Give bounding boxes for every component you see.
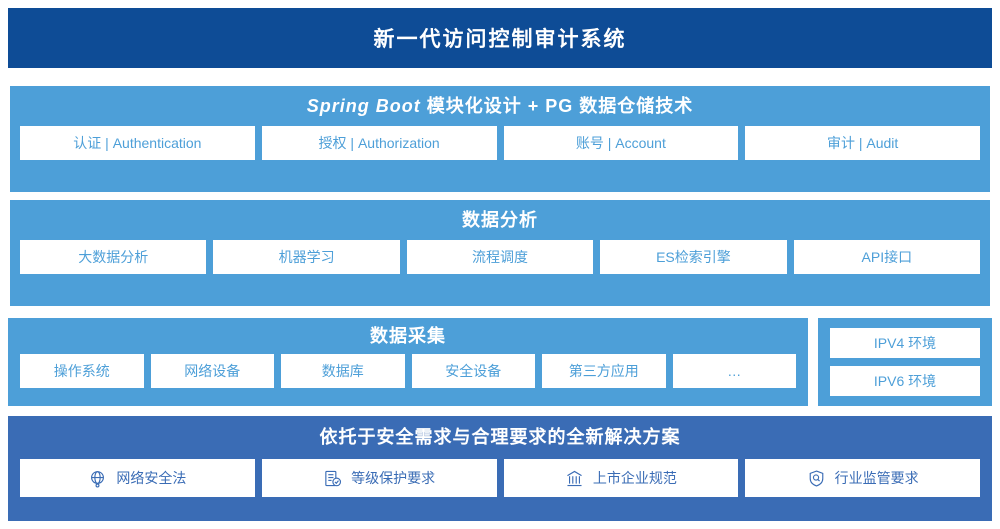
springboot-title-italic: Spring Boot [306, 96, 421, 116]
chip-authorization[interactable]: 授权 | Authorization [261, 126, 497, 160]
chip-machine-learning[interactable]: 机器学习 [213, 240, 400, 274]
chip-authentication[interactable]: 认证 | Authentication [20, 126, 255, 160]
document-check-icon [323, 469, 342, 488]
globe-network-icon [88, 469, 107, 488]
chip-big-data-analysis[interactable]: 大数据分析 [20, 240, 207, 274]
chip-security-device[interactable]: 安全设备 [411, 354, 535, 388]
springboot-chip-row: 认证 | Authentication 授权 | Authorization 账… [20, 126, 980, 160]
chip-operating-system[interactable]: 操作系统 [20, 354, 144, 388]
chip-industry-regulation[interactable]: 行业监管要求 [745, 459, 980, 497]
page-header: 新一代访问控制审计系统 [8, 8, 992, 68]
chip-label: 行业监管要求 [834, 470, 919, 486]
section-data-collection: 数据采集 操作系统 网络设备 数据库 安全设备 第三方应用 … [8, 318, 808, 406]
chip-listed-enterprise-standard[interactable]: 上市企业规范 [503, 459, 739, 497]
bank-building-icon [565, 469, 584, 488]
chip-more-ellipsis[interactable]: … [672, 354, 796, 388]
springboot-title: Spring Boot 模块化设计 + PG 数据仓储技术 [20, 95, 980, 117]
analysis-title: 数据分析 [462, 210, 538, 230]
solution-title: 依托于安全需求与合理要求的全新解决方案 [319, 427, 681, 447]
collection-chip-row: 操作系统 网络设备 数据库 安全设备 第三方应用 … [20, 354, 796, 388]
shield-search-icon [807, 469, 826, 488]
analysis-panel: 数据分析 大数据分析 机器学习 流程调度 ES检索引擎 API接口 [8, 198, 992, 308]
page-title: 新一代访问控制审计系统 [373, 28, 627, 51]
section-springboot: Spring Boot 模块化设计 + PG 数据仓储技术 认证 | Authe… [8, 84, 992, 194]
chip-account[interactable]: 账号 | Account [503, 126, 739, 160]
chip-database[interactable]: 数据库 [281, 354, 405, 388]
chip-cybersecurity-law[interactable]: 网络安全法 [20, 459, 255, 497]
chip-process-scheduling[interactable]: 流程调度 [406, 240, 594, 274]
solution-chip-row: 网络安全法 等级保护要求 [20, 459, 980, 497]
section-ipv-environments: IPV4 环境 IPV6 环境 [818, 318, 992, 406]
chip-api-interface[interactable]: API接口 [793, 240, 981, 274]
chip-label: 上市企业规范 [592, 470, 677, 486]
section-data-analysis: 数据分析 大数据分析 机器学习 流程调度 ES检索引擎 API接口 [8, 198, 992, 308]
chip-third-party-application[interactable]: 第三方应用 [542, 354, 666, 388]
chip-es-search-engine[interactable]: ES检索引擎 [600, 240, 787, 274]
chip-ipv4-environment[interactable]: IPV4 环境 [830, 328, 980, 358]
collection-title: 数据采集 [370, 326, 446, 346]
chip-ipv6-environment[interactable]: IPV6 环境 [830, 366, 980, 396]
springboot-panel: Spring Boot 模块化设计 + PG 数据仓储技术 认证 | Authe… [8, 84, 992, 194]
springboot-title-rest: 模块化设计 + PG 数据仓储技术 [420, 96, 694, 116]
section-solution: 依托于安全需求与合理要求的全新解决方案 网络安全法 [8, 416, 992, 521]
chip-classified-protection[interactable]: 等级保护要求 [261, 459, 497, 497]
chip-label: 网络安全法 [116, 470, 187, 486]
chip-label: 等级保护要求 [351, 470, 436, 486]
chip-network-device[interactable]: 网络设备 [150, 354, 274, 388]
chip-audit[interactable]: 审计 | Audit [745, 126, 980, 160]
analysis-chip-row: 大数据分析 机器学习 流程调度 ES检索引擎 API接口 [20, 240, 981, 274]
